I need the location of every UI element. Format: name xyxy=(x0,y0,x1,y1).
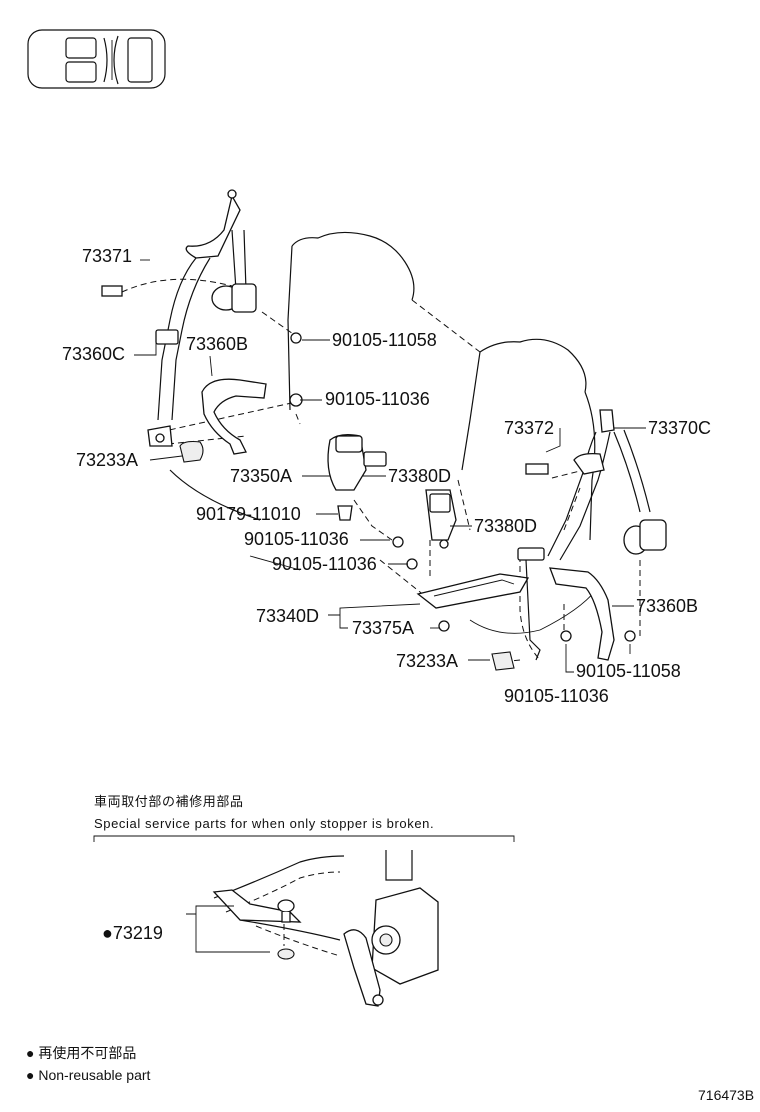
legend-jp: ● 再使用不可部品 xyxy=(26,1045,136,1061)
label-73380D-mid: 73380D xyxy=(474,516,537,536)
legend: ● 再使用不可部品 ● Non-reusable part xyxy=(26,1045,151,1083)
part-labels: 73371 73360C 73360B 90105-11058 90105-11… xyxy=(62,246,711,706)
right-buckle-belt xyxy=(491,567,636,671)
left-seatbelt-assembly xyxy=(101,189,257,463)
label-73370C: 73370C xyxy=(648,418,711,438)
inset-title-en: Special service parts for when only stop… xyxy=(94,816,434,831)
tray-73340D xyxy=(416,573,530,632)
label-73360B-left: 73360B xyxy=(186,334,248,354)
label-90105-11036-right: 90105-11036 xyxy=(504,686,609,706)
legend-en: ● Non-reusable part xyxy=(26,1067,151,1083)
label-73350A: 73350A xyxy=(230,466,292,486)
label-90105-11058-top: 90105-11058 xyxy=(332,330,437,350)
label-73233A-right: 73233A xyxy=(396,651,458,671)
figure-id: 716473B xyxy=(698,1087,754,1103)
left-buckle-belt xyxy=(201,332,303,455)
label-73340D: 73340D xyxy=(256,606,319,626)
label-73372: 73372 xyxy=(504,418,554,438)
label-90105-11036-a: 90105-11036 xyxy=(244,529,349,549)
label-73360B-right: 73360B xyxy=(636,596,698,616)
label-73375A: 73375A xyxy=(352,618,414,638)
label-73360C: 73360C xyxy=(62,344,125,364)
label-73219: ●73219 xyxy=(102,923,163,943)
center-buckle-assembly xyxy=(327,434,457,570)
inset-title-jp: 車両取付部の補修用部品 xyxy=(94,794,244,809)
right-seatbelt-assembly xyxy=(517,409,667,661)
label-73380D-top: 73380D xyxy=(388,466,451,486)
vehicle-icon xyxy=(27,29,166,89)
label-73371: 73371 xyxy=(82,246,132,266)
label-90179-11010: 90179-11010 xyxy=(196,504,301,524)
leader-lines xyxy=(134,259,646,673)
service-parts-inset: 車両取付部の補修用部品 Special service parts for wh… xyxy=(93,794,515,1007)
label-73233A-left: 73233A xyxy=(76,450,138,470)
label-90105-11036-top: 90105-11036 xyxy=(325,389,430,409)
label-90105-11036-b: 90105-11036 xyxy=(272,554,377,574)
label-90105-11058-right: 90105-11058 xyxy=(576,661,681,681)
